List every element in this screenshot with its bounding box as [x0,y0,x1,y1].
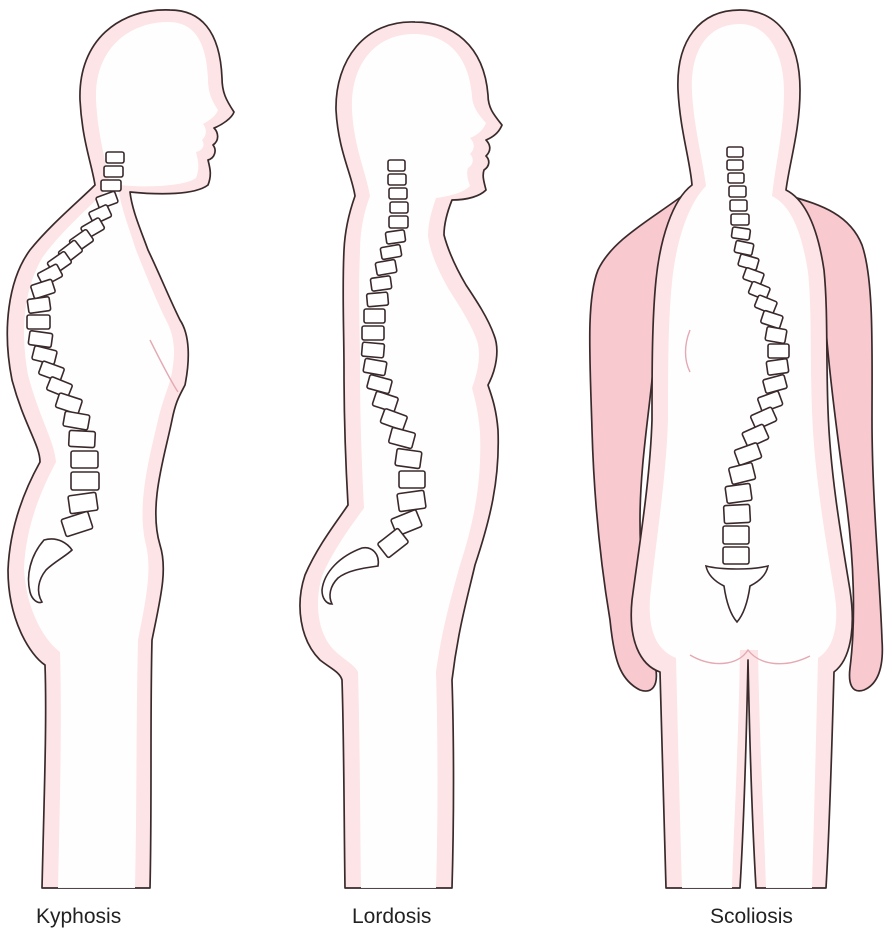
vertebra [27,297,51,314]
vertebra [380,244,402,259]
vertebra [727,160,743,170]
vertebra [723,526,749,544]
vertebra [363,358,387,376]
scoliosis-label: Scoliosis [710,905,793,929]
vertebra [389,216,408,228]
vertebra [388,160,405,171]
vertebra [388,174,406,185]
vertebra [389,188,407,199]
vertebra [734,240,754,255]
vertebra [27,315,50,329]
vertebra [768,344,789,358]
vertebra [362,326,384,340]
kyphosis-label: Kyphosis [36,905,121,929]
vertebra [729,186,746,197]
vertebra [766,359,789,376]
vertebra [370,276,392,292]
vertebra [63,411,90,430]
vertebra [361,342,384,358]
vertebra [765,326,787,343]
vertebra [28,331,53,348]
vertebra [364,309,385,323]
scoliosis-figure [590,10,883,888]
vertebra [731,214,749,225]
vertebra [71,472,99,490]
kyphosis-figure [7,10,234,888]
vertebra [68,492,98,514]
vertebra [395,448,422,468]
vertebra [69,430,96,447]
vertebra [367,292,389,307]
vertebra [725,483,752,503]
vertebra [71,451,98,468]
vertebra [727,147,743,157]
vertebra [723,547,749,564]
vertebra [101,180,121,191]
vertebra [390,202,408,213]
vertebra [399,471,425,488]
vertebra [104,166,123,177]
vertebra [397,490,426,512]
vertebra [728,173,744,183]
vertebra [375,259,397,275]
lordosis-figure [300,22,502,888]
vertebra [724,504,751,523]
vertebra [106,152,124,163]
vertebra [385,230,405,245]
vertebra [731,227,750,240]
lordosis-label: Lordosis [352,905,431,929]
vertebra [730,200,747,211]
